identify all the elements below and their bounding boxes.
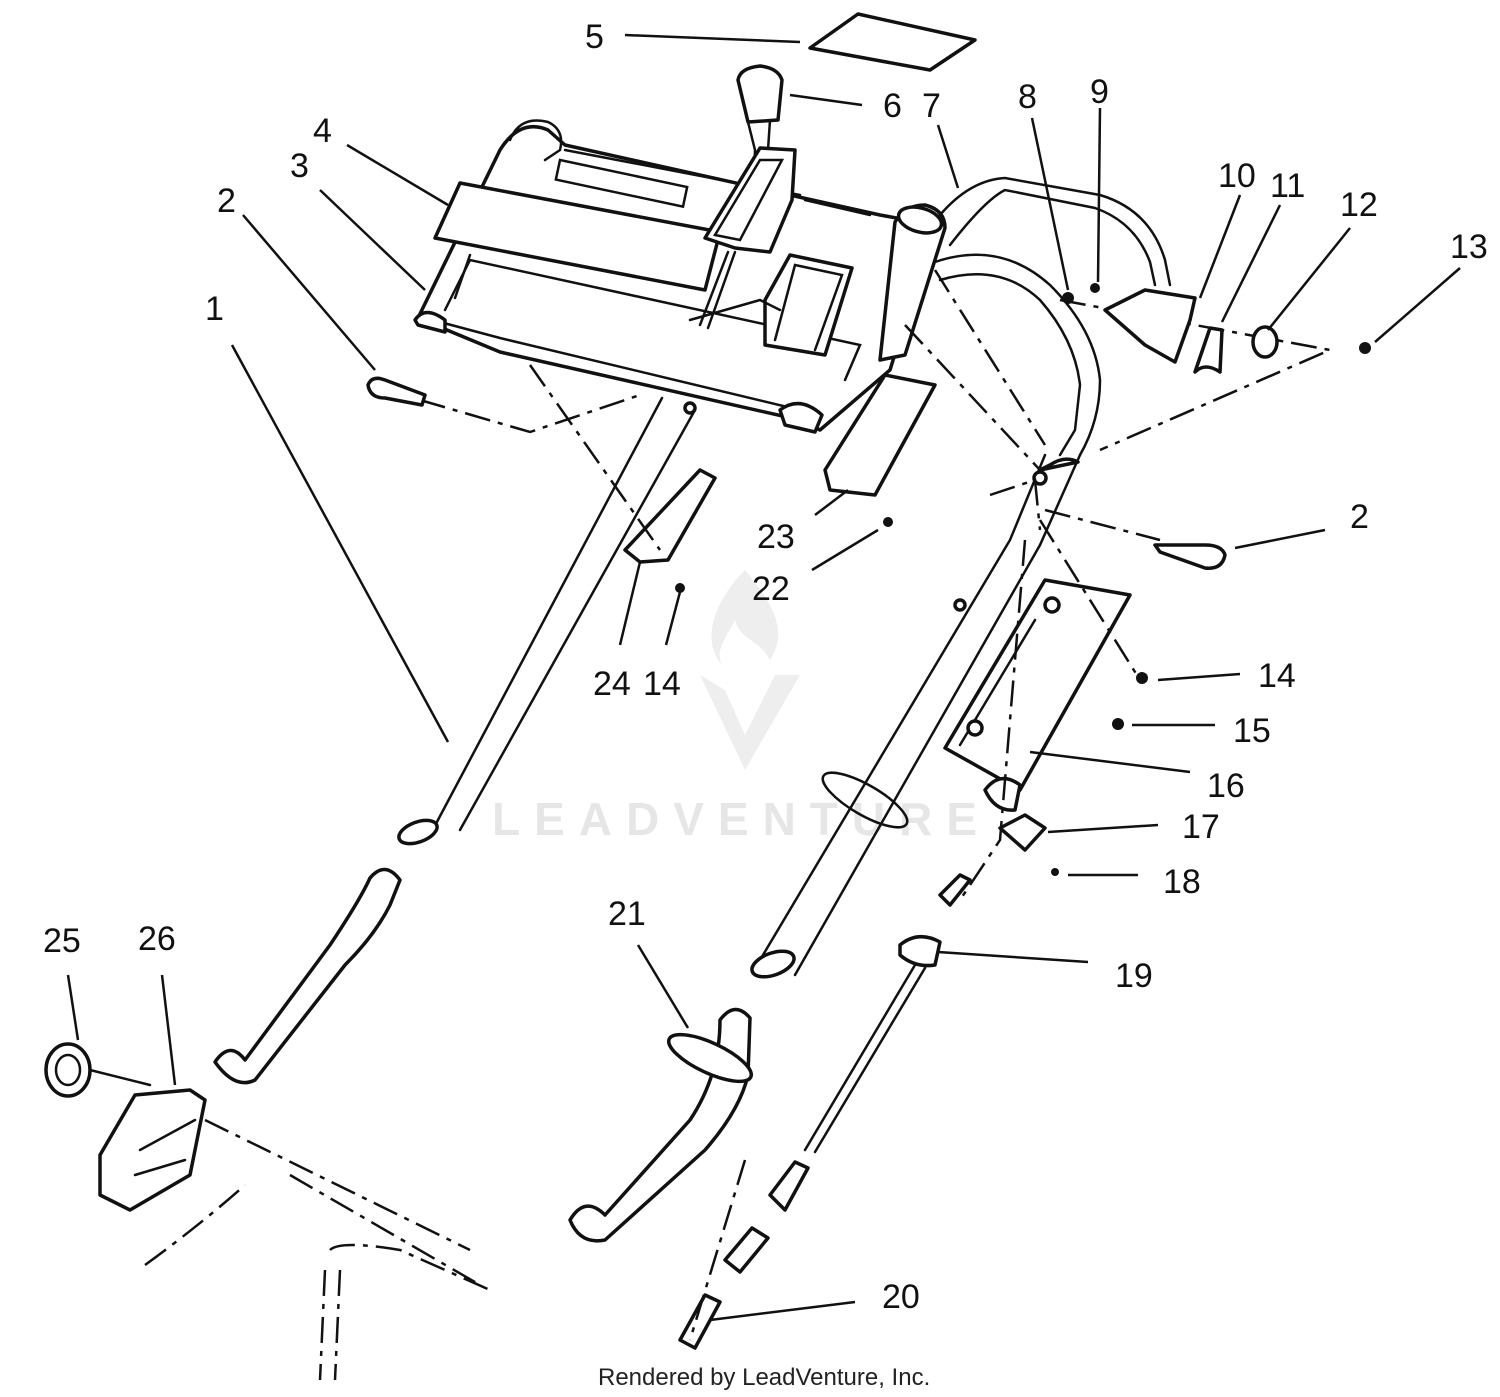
callout-21: 21	[608, 895, 646, 933]
part-18-fastener	[1051, 868, 1059, 876]
callout-11: 11	[1270, 167, 1305, 205]
part-10-bracket	[1103, 288, 1197, 364]
part-8-nut	[1062, 292, 1074, 304]
callout-22: 22	[752, 570, 790, 608]
callout-20: 20	[882, 1278, 920, 1316]
part-22-screw	[883, 517, 893, 527]
callout-13: 13	[1450, 228, 1488, 266]
assembly-guide-lines	[144, 269, 1335, 1381]
part-12-washer	[1251, 325, 1279, 359]
callout-17: 17	[1182, 808, 1220, 846]
part-20-spring	[678, 1293, 722, 1350]
part-17-clip	[998, 813, 1047, 852]
part-6-shift-lever	[698, 64, 797, 330]
callout-2-left: 2	[217, 182, 236, 220]
part-9-washer	[1090, 283, 1100, 293]
callout-14-right: 14	[1258, 657, 1296, 695]
callout-18: 18	[1163, 863, 1201, 901]
footer-credit: Rendered by LeadVenture, Inc.	[598, 1364, 930, 1391]
callout-19: 19	[1115, 957, 1153, 995]
part-2-bolt-left	[366, 376, 427, 407]
callout-7: 7	[922, 87, 941, 125]
leader-lines	[66, 33, 1461, 1322]
part-5-decal	[808, 12, 977, 72]
part-2-bolt-right	[1153, 543, 1227, 570]
part-25-knob	[44, 1042, 152, 1098]
part-1-lower-handle-tube	[397, 396, 717, 846]
part-14-screw-right	[1136, 672, 1148, 684]
part-19-cable	[723, 873, 972, 1274]
lower-middle-bent-tube	[568, 1007, 752, 1243]
part-23-bracket	[823, 373, 937, 497]
callout-23: 23	[757, 518, 795, 556]
callout-15: 15	[1233, 712, 1271, 750]
callout-12: 12	[1340, 186, 1378, 224]
part-15-screw	[1112, 718, 1124, 730]
callout-14-left: 14	[643, 665, 681, 703]
callout-1: 1	[205, 290, 224, 328]
callout-10: 10	[1218, 157, 1256, 195]
callout-5: 5	[585, 18, 604, 56]
part-16-bracket	[943, 578, 1132, 812]
part-7-upper-handle	[878, 176, 1172, 457]
callout-4: 4	[313, 112, 332, 150]
callout-3: 3	[290, 147, 309, 185]
part-21-clip	[666, 1032, 754, 1084]
callout-labels: 1 2 2 3 4 5 6 7 8 9 10 11 12 13 14 14 15…	[43, 18, 1488, 1316]
callout-25: 25	[43, 922, 81, 960]
watermark-text: LEADVENTURE	[492, 793, 991, 845]
part-26-cable-guide	[98, 1088, 207, 1212]
watermark: LEADVENTURE	[492, 570, 991, 845]
callout-16: 16	[1207, 767, 1245, 805]
callout-6: 6	[883, 87, 902, 125]
watermark-logo-icon	[700, 570, 800, 770]
callout-26: 26	[138, 920, 176, 958]
part-11-bolt	[1193, 326, 1224, 374]
callout-8: 8	[1018, 78, 1037, 116]
callout-2-right: 2	[1350, 498, 1369, 536]
callout-24: 24	[593, 665, 631, 703]
part-14-screw-left	[675, 583, 685, 593]
callout-9: 9	[1090, 73, 1109, 111]
part-13-screw	[1359, 342, 1371, 354]
hardware-dots	[675, 283, 1371, 876]
tube-clip	[821, 771, 909, 829]
right-handle-tube	[750, 453, 1082, 979]
lower-left-bent-tube	[213, 867, 402, 1085]
